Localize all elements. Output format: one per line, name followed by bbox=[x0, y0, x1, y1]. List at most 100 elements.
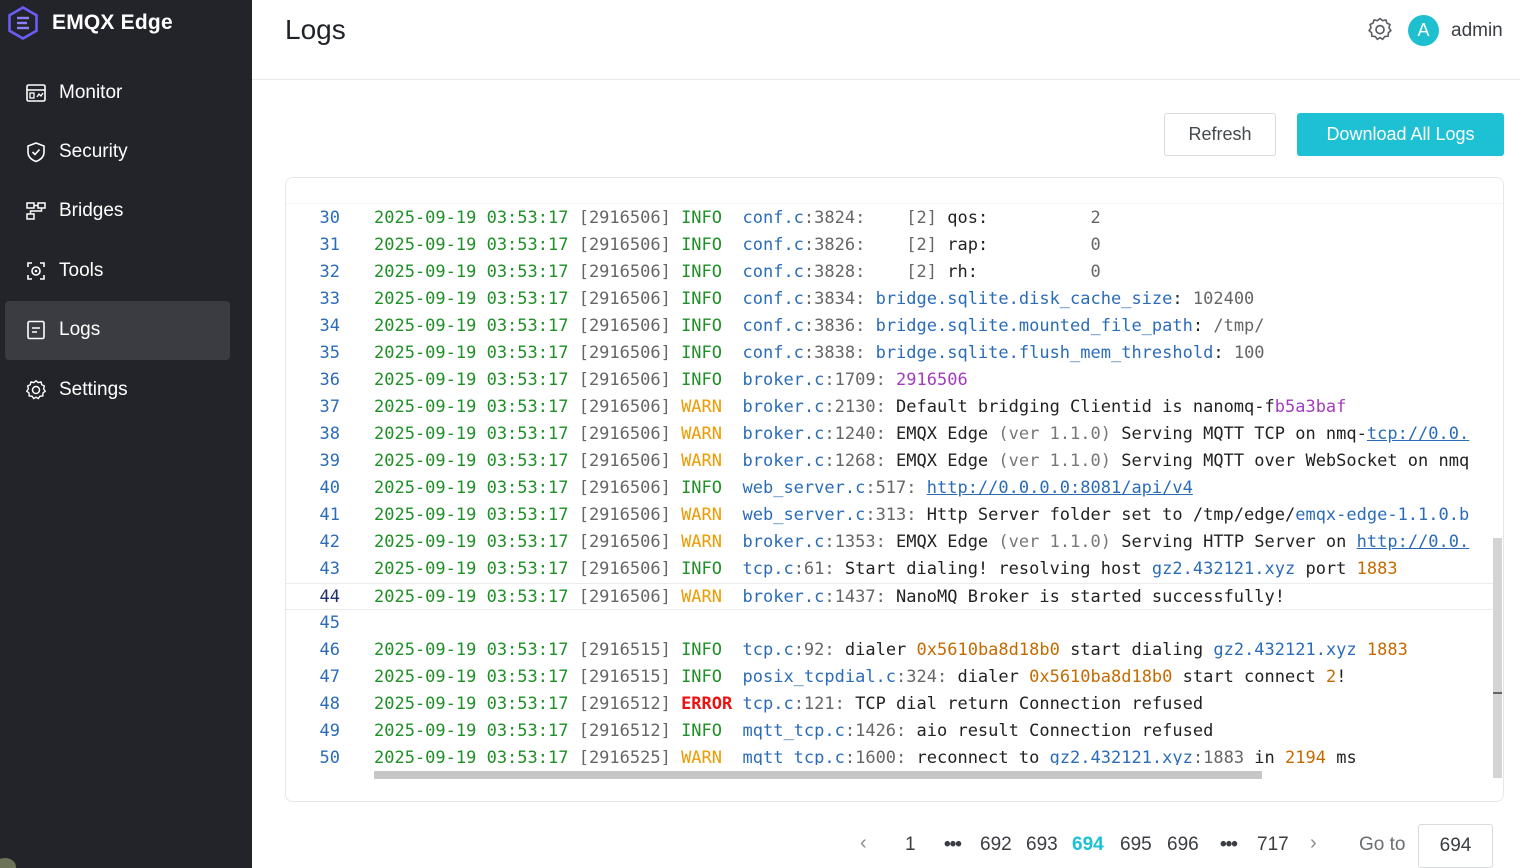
line-number: 45 bbox=[319, 613, 340, 633]
log-segment: Serving MQTT over WebSocket on nmq bbox=[1111, 451, 1470, 471]
log-segment: [2] bbox=[906, 235, 948, 255]
log-segment: INFO bbox=[681, 640, 723, 660]
gear-icon bbox=[25, 379, 47, 401]
vertical-scrollbar[interactable] bbox=[1493, 538, 1502, 778]
log-segment: 2025-09-19 03:53:17 bbox=[374, 370, 569, 390]
log-text: 2025-09-19 03:53:17 [2916506] WARN broke… bbox=[374, 529, 1469, 556]
pagination-ellipsis-next[interactable]: ••• bbox=[1220, 834, 1238, 855]
log-segment: 2025-09-19 03:53:17 bbox=[374, 640, 569, 660]
sidebar-item-logs[interactable]: Logs bbox=[5, 300, 230, 360]
page-695[interactable]: 695 bbox=[1120, 834, 1152, 855]
sidebar-item-bridges[interactable]: Bridges bbox=[5, 182, 230, 241]
chevron-left-icon[interactable]: ‹ bbox=[860, 832, 867, 854]
log-segment: broker.c bbox=[742, 587, 825, 607]
user-name[interactable]: admin bbox=[1451, 20, 1503, 41]
sidebar-item-settings[interactable]: Settings bbox=[5, 360, 230, 419]
log-segment: INFO bbox=[681, 721, 723, 741]
sidebar-item-monitor[interactable]: Monitor bbox=[5, 63, 230, 122]
log-segment: broker.c bbox=[742, 424, 825, 444]
log-segment: :1600: bbox=[844, 748, 917, 765]
avatar[interactable]: A bbox=[1408, 15, 1439, 46]
page-693[interactable]: 693 bbox=[1026, 834, 1058, 855]
chevron-right-icon[interactable]: › bbox=[1310, 832, 1317, 854]
log-segment: [2916506] bbox=[568, 559, 682, 579]
brand-name: EMQX Edge bbox=[52, 11, 173, 34]
log-text: 2025-09-19 03:53:17 [2916506] INFO web_s… bbox=[374, 475, 1193, 502]
tools-icon bbox=[25, 260, 47, 282]
log-segment[interactable]: tcp://0.0. bbox=[1366, 424, 1470, 444]
log-segment: TCP dial return Connection refused bbox=[855, 694, 1204, 714]
pagination-ellipsis-prev[interactable]: ••• bbox=[944, 834, 962, 855]
sidebar-item-security[interactable]: Security bbox=[5, 122, 230, 181]
log-segment: [2916506] bbox=[568, 397, 682, 417]
log-segment: conf.c bbox=[742, 235, 804, 255]
bridges-icon bbox=[25, 200, 47, 222]
sidebar-item-label: Logs bbox=[59, 319, 101, 341]
line-number: 39 bbox=[319, 451, 340, 471]
sidebar-item-label: Settings bbox=[59, 378, 128, 400]
log-segment: (ver 1.1.0) bbox=[998, 532, 1111, 552]
log-segment: tcp.c bbox=[742, 640, 794, 660]
log-segment bbox=[722, 640, 742, 660]
log-segment: :1437: bbox=[824, 587, 897, 607]
gear-icon[interactable] bbox=[1366, 16, 1394, 44]
log-segment: [2916506] bbox=[568, 587, 682, 607]
log-segment: :2130: bbox=[824, 397, 897, 417]
sidebar-item-tools[interactable]: Tools bbox=[5, 241, 230, 300]
page-717[interactable]: 717 bbox=[1257, 834, 1289, 855]
log-segment: :1268: bbox=[824, 451, 897, 471]
scroll-position-marker bbox=[1493, 692, 1502, 694]
log-segment: Start dialing! resolving host bbox=[844, 559, 1152, 579]
log-segment: [2916512] bbox=[568, 694, 682, 714]
brand[interactable]: EMQX Edge bbox=[6, 4, 173, 42]
sidebar-item-label: Security bbox=[59, 141, 128, 163]
log-text: 2025-09-19 03:53:17 [2916506] INFO conf.… bbox=[374, 286, 1254, 313]
refresh-button[interactable]: Refresh bbox=[1164, 113, 1276, 156]
log-segment[interactable]: http://0.0. bbox=[1356, 532, 1470, 552]
log-segment bbox=[722, 289, 742, 309]
log-segment: 2025-09-19 03:53:17 bbox=[374, 451, 569, 471]
log-segment: broker.c bbox=[742, 397, 825, 417]
page-692[interactable]: 692 bbox=[980, 834, 1012, 855]
log-segment: [2916506] bbox=[568, 208, 682, 228]
log-segment: 2025-09-19 03:53:17 bbox=[374, 262, 569, 282]
log-segment: INFO bbox=[681, 262, 723, 282]
line-number: 43 bbox=[319, 559, 340, 579]
log-segment: WARN bbox=[681, 505, 723, 525]
sidebar-item-label: Bridges bbox=[59, 200, 124, 222]
log-segment: reconnect to bbox=[916, 748, 1050, 765]
page-1[interactable]: 1 bbox=[905, 834, 916, 855]
log-segment: EMQX Edge bbox=[896, 424, 999, 444]
line-number: 38 bbox=[319, 424, 340, 444]
log-segment: INFO bbox=[681, 559, 723, 579]
log-segment: :1883 bbox=[1192, 748, 1245, 765]
line-number: 49 bbox=[319, 721, 340, 741]
log-segment: :517: bbox=[865, 478, 927, 498]
goto-page-input[interactable] bbox=[1418, 824, 1493, 868]
page-694-current[interactable]: 694 bbox=[1072, 834, 1104, 855]
line-number: 40 bbox=[319, 478, 340, 498]
log-segment: WARN bbox=[681, 424, 723, 444]
log-segment: WARN bbox=[681, 532, 723, 552]
log-segment: 2 bbox=[1090, 208, 1101, 228]
line-number: 37 bbox=[319, 397, 340, 417]
line-number: 34 bbox=[319, 316, 340, 336]
line-number: 33 bbox=[319, 289, 340, 309]
log-segment: [2916506] bbox=[568, 478, 682, 498]
line-number: 50 bbox=[319, 748, 340, 765]
log-segment: INFO bbox=[681, 667, 723, 687]
download-all-logs-button[interactable]: Download All Logs bbox=[1297, 113, 1504, 156]
horizontal-scrollbar[interactable] bbox=[374, 771, 1262, 779]
log-segment: INFO bbox=[681, 289, 723, 309]
log-segment: conf.c bbox=[742, 316, 804, 336]
log-segment[interactable]: http://0.0.0.0:8081/api/v4 bbox=[926, 478, 1193, 498]
log-segment: INFO bbox=[681, 316, 723, 336]
log-segment: [2916506] bbox=[568, 370, 682, 390]
page-696[interactable]: 696 bbox=[1167, 834, 1199, 855]
